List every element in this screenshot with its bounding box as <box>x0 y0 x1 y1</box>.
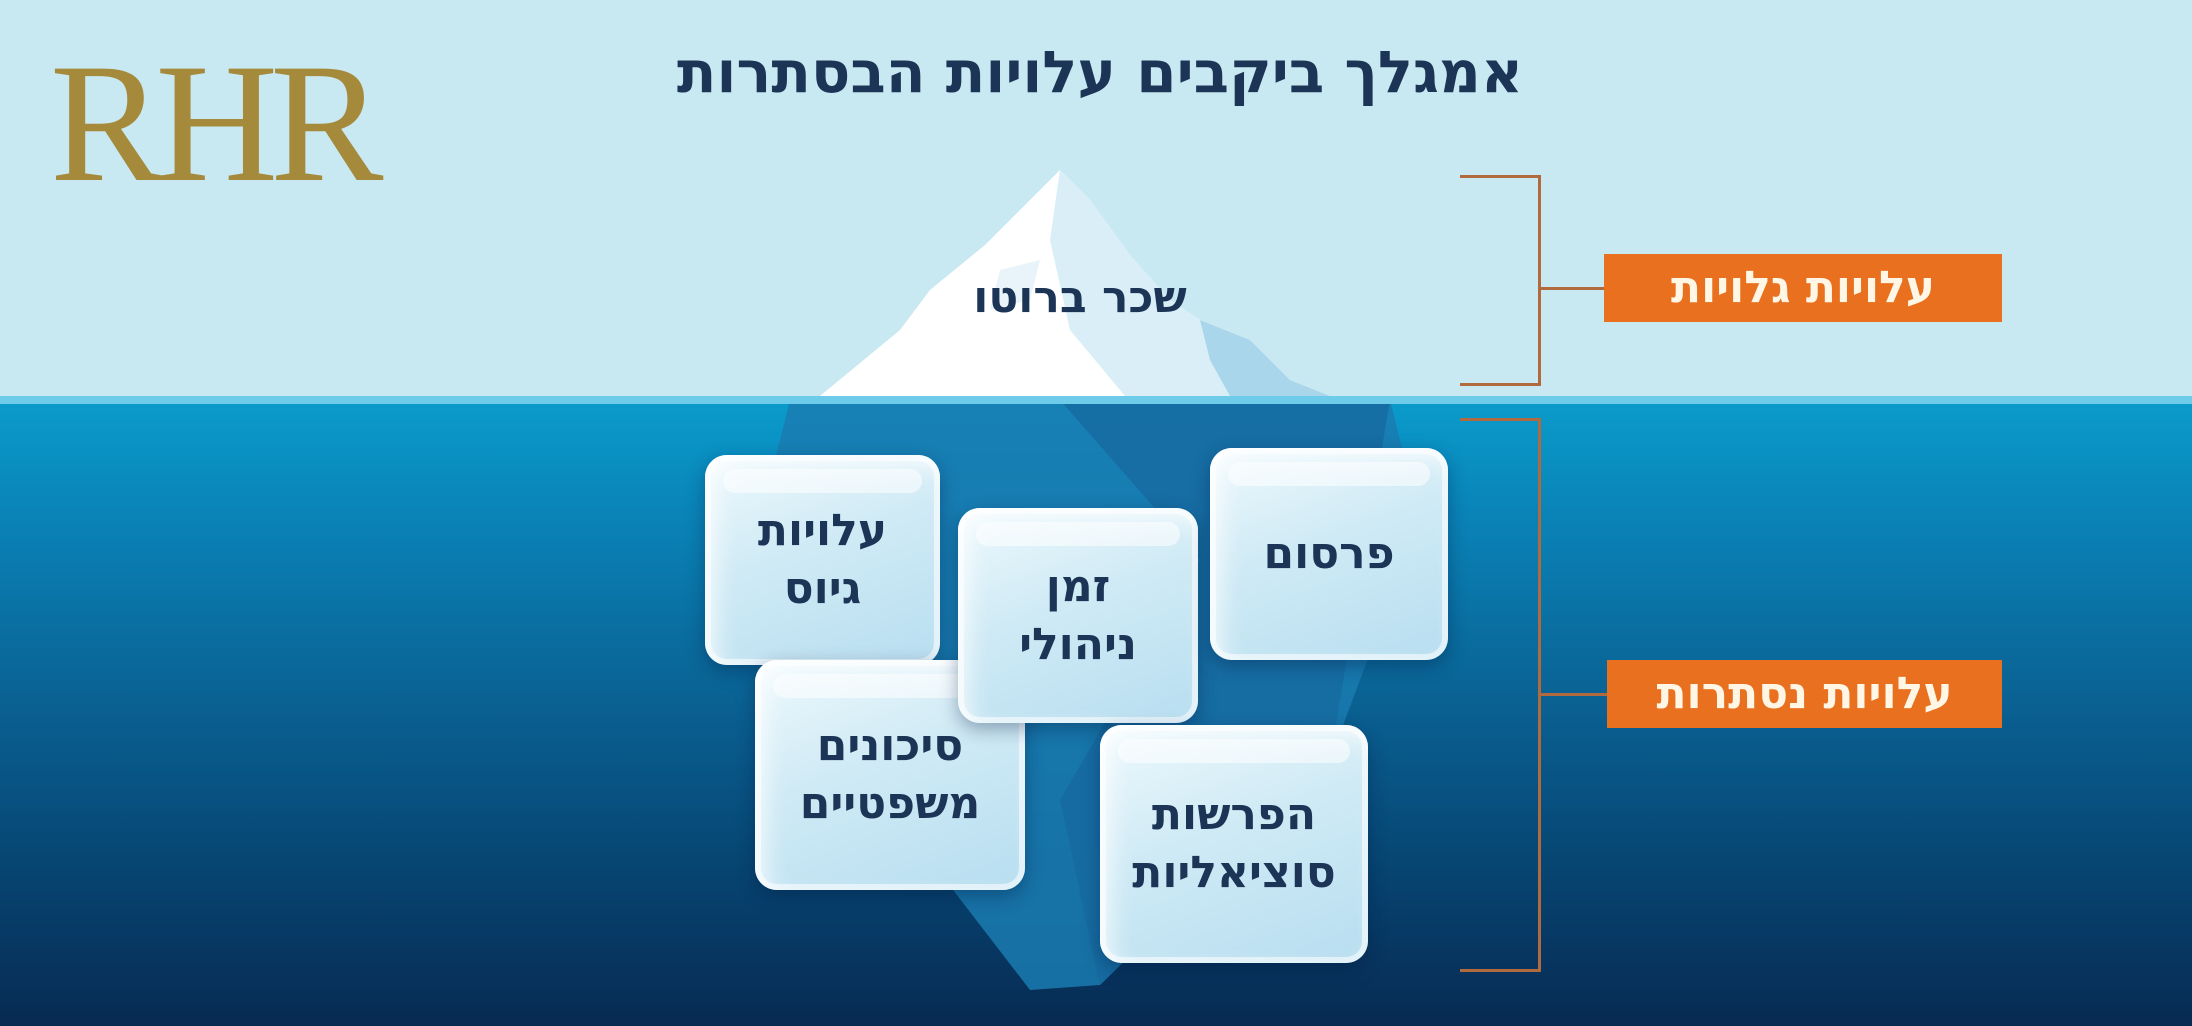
hidden-costs-tag: עלויות נסתרות <box>1607 660 2002 728</box>
cube-label-line2: גיוס <box>783 563 862 614</box>
cube-label-line1: זמן <box>1045 560 1111 612</box>
hidden-costs-bracket <box>1460 418 1541 972</box>
iceberg-tip-label: שכר ברוטו <box>973 272 1187 323</box>
cube-label-line2: ניהולי <box>1019 618 1137 670</box>
page-title: אמגלך ביקבים עלויות הבסתרות <box>676 38 1524 106</box>
visible-costs-tag: עלויות גלויות <box>1604 254 2002 322</box>
visible-costs-bracket <box>1460 175 1541 386</box>
cube-label-line1: עלויות <box>757 505 888 556</box>
cube-label-line1: סיכונים <box>816 720 964 771</box>
waterline <box>0 396 2192 404</box>
cube-label-line1: הפרשות <box>1151 789 1317 840</box>
cube-advertising: פרסום <box>1210 448 1448 660</box>
cube-management-time: זמן ניהולי <box>958 508 1198 723</box>
hidden-costs-connector <box>1541 693 1608 696</box>
cube-social-provisions: הפרשות סוציאליות <box>1100 725 1368 963</box>
cube-label-line2: משפטיים <box>799 778 981 829</box>
rhr-logo: RHR <box>50 29 384 217</box>
cube-recruitment-costs: עלויות גיוס <box>705 455 940 665</box>
cube-label-line1: פרסום <box>1263 528 1395 579</box>
visible-costs-connector <box>1541 287 1605 290</box>
cube-label-line2: סוציאליות <box>1132 847 1336 898</box>
